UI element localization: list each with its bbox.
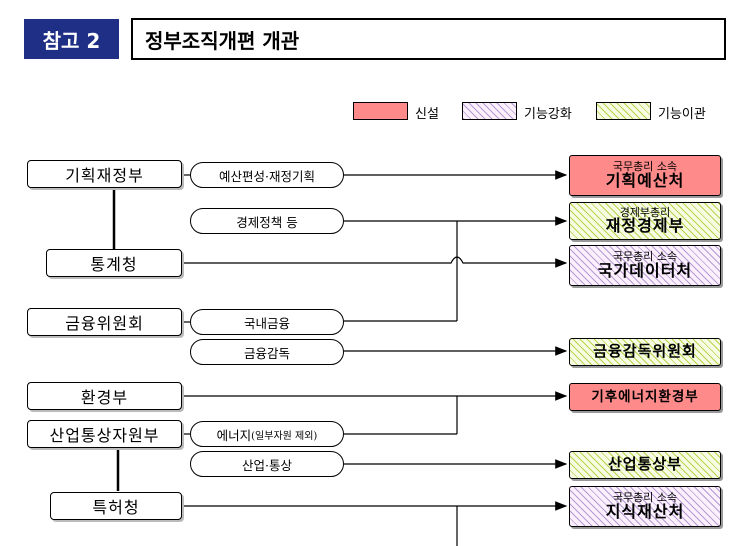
function-economic: 경제정책 등	[190, 208, 344, 234]
target-planning-budget: 국무총리 소속 기획예산처	[569, 155, 721, 196]
target-planning-budget-main: 기획예산처	[605, 170, 685, 190]
source-kipo: 특허청	[50, 492, 182, 520]
source-motie: 산업통상자원부	[27, 420, 182, 448]
page-title-text: 정부조직개편 개관	[145, 28, 300, 53]
source-env-label: 환경부	[80, 388, 129, 407]
function-trade-label: 산업·통상	[242, 457, 292, 473]
legend-swatch-strengthen	[462, 102, 517, 120]
target-ip-main: 지식재산처	[605, 501, 685, 521]
function-budget: 예산편성·재정기획	[190, 162, 344, 188]
function-trade: 산업·통상	[190, 451, 344, 477]
target-ip-sub: 국무총리 소속	[612, 491, 678, 505]
appendix-tag: 참고 2	[24, 19, 119, 59]
target-fsc-new-main: 금융감독위원회	[593, 342, 697, 361]
target-ip: 국무총리 소속 지식재산처	[569, 486, 721, 527]
target-national-data-sub: 국무총리 소속	[612, 250, 678, 264]
function-economic-label: 경제정책 등	[236, 214, 298, 230]
page-title: 정부조직개편 개관	[131, 18, 726, 60]
source-fsc: 금융위원회	[27, 308, 182, 336]
target-planning-budget-sub: 국무총리 소속	[612, 160, 678, 174]
function-energy-label: 에너지	[216, 427, 252, 443]
appendix-tag-text: 참고 2	[42, 28, 101, 53]
source-mosf: 기획재정부	[27, 160, 182, 188]
target-fin-econ: 경제부총리 재정경제부	[569, 202, 721, 240]
source-motie-label: 산업통상자원부	[49, 426, 160, 445]
target-industry-trade: 산업통상부	[569, 451, 721, 479]
legend-label-new: 신설	[415, 107, 439, 122]
legend-label-strengthen: 기능강화	[524, 107, 572, 122]
target-climate-energy: 기후에너지환경부	[569, 383, 721, 411]
target-national-data: 국무총리 소속 국가데이터처	[569, 245, 721, 286]
target-fsc-new: 금융감독위원회	[569, 338, 721, 366]
source-statistics: 통계청	[46, 249, 182, 277]
legend-swatch-transfer	[596, 102, 651, 120]
function-energy: 에너지(일부자원 제외)	[190, 421, 344, 447]
target-industry-trade-main: 산업통상부	[607, 455, 682, 474]
function-supervision-label: 금융감독	[243, 345, 290, 361]
function-domestic-finance-label: 국내금융	[243, 315, 290, 331]
source-statistics-label: 통계청	[90, 255, 138, 274]
legend-label-transfer: 기능이관	[658, 107, 706, 122]
legend-swatch-new	[353, 102, 408, 120]
function-energy-note: (일부자원 제외)	[251, 430, 318, 442]
source-env: 환경부	[27, 382, 182, 410]
target-fin-econ-main: 재정경제부	[605, 216, 685, 236]
source-kipo-label: 특허청	[92, 498, 140, 517]
source-mosf-label: 기획재정부	[65, 166, 144, 185]
target-fin-econ-sub: 경제부총리	[619, 205, 671, 219]
function-domestic-finance: 국내금융	[190, 309, 344, 335]
source-fsc-label: 금융위원회	[65, 314, 144, 333]
target-climate-energy-main: 기후에너지환경부	[591, 388, 699, 405]
function-budget-label: 예산편성·재정기획	[219, 168, 315, 184]
target-national-data-main: 국가데이터처	[597, 260, 693, 280]
function-supervision: 금융감독	[190, 339, 344, 365]
